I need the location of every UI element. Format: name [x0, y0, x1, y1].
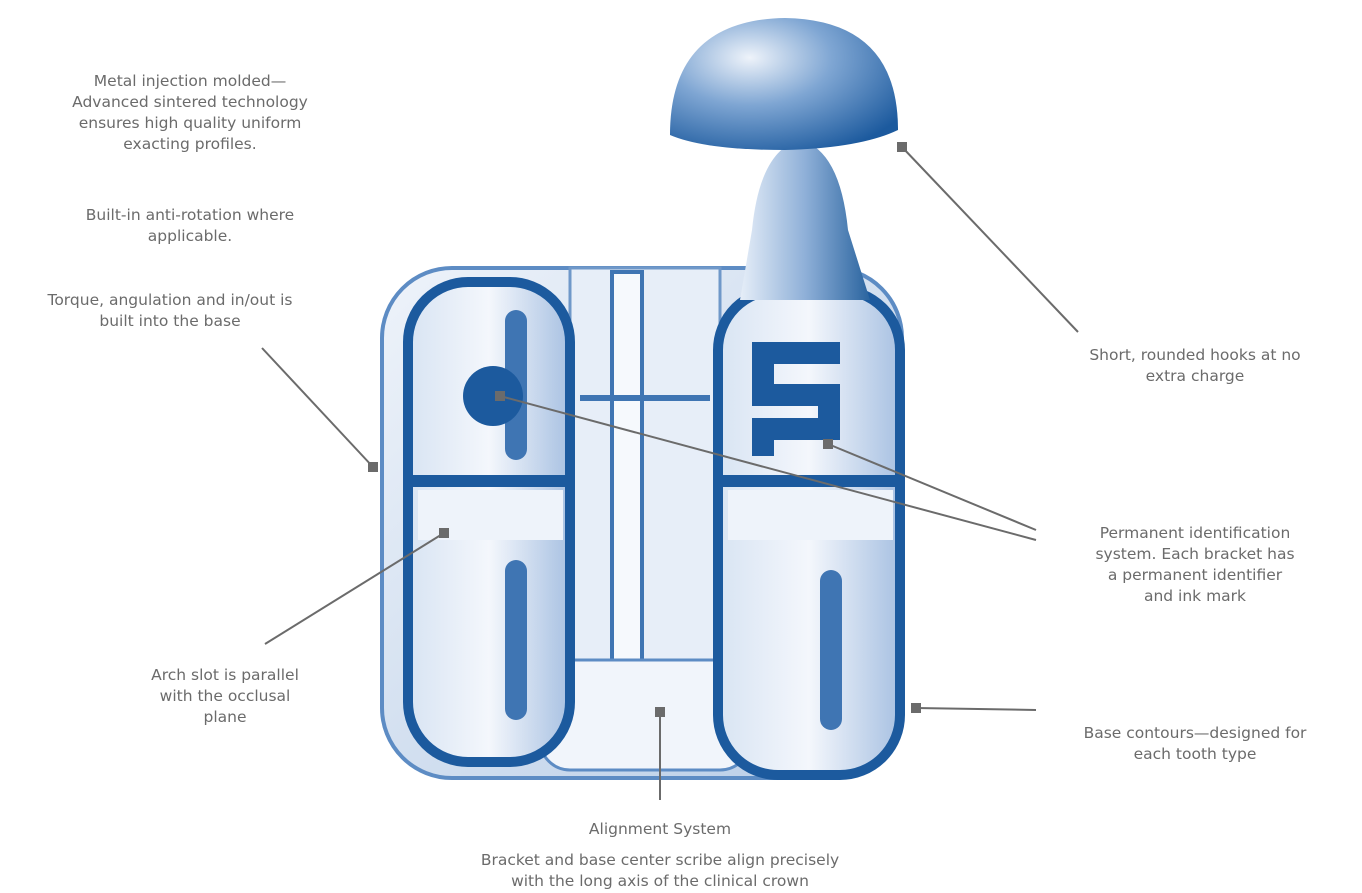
- leader-hooks: [902, 147, 1078, 332]
- identification-dot: [463, 366, 523, 426]
- marker-base-contours: [911, 703, 921, 713]
- identifier-tail: [752, 432, 774, 456]
- annotation-anti-rotation: Built-in anti-rotation where applicable.: [20, 205, 360, 247]
- annotation-metal-injection: Metal injection molded— Advanced sintere…: [20, 71, 360, 155]
- annotation-alignment-desc: Bracket and base center scribe align pre…: [400, 850, 920, 892]
- hook-ball: [670, 18, 898, 150]
- right-slot-face: [728, 490, 893, 540]
- hook-stem: [740, 140, 870, 300]
- annotation-torque: Torque, angulation and in/out is built i…: [10, 290, 330, 332]
- right-wing-slot: [722, 475, 897, 487]
- marker-identification-glyph: [823, 439, 833, 449]
- bracket-illustration: [382, 18, 902, 778]
- annotation-arch-slot: Arch slot is parallel with the occlusal …: [110, 665, 340, 728]
- marker-torque: [368, 462, 378, 472]
- right-wing-groove-lower: [820, 570, 842, 730]
- marker-arch-slot: [439, 528, 449, 538]
- annotation-hooks: Short, rounded hooks at no extra charge: [1045, 345, 1345, 387]
- identifier-glyph: [752, 342, 840, 440]
- center-scribe: [612, 272, 642, 662]
- marker-identification-dot: [495, 391, 505, 401]
- left-wing-groove-lower: [505, 560, 527, 720]
- annotation-base-contours: Base contours—designed for each tooth ty…: [1045, 723, 1345, 765]
- left-wing-slot: [412, 475, 567, 487]
- slot-line: [580, 395, 710, 401]
- leader-torque: [262, 348, 373, 467]
- marker-hooks: [897, 142, 907, 152]
- annotation-identification: Permanent identification system. Each br…: [1045, 523, 1345, 607]
- leader-base-contours: [916, 708, 1036, 710]
- marker-alignment: [655, 707, 665, 717]
- center-channel: [570, 268, 720, 668]
- annotation-alignment-title: Alignment System: [460, 819, 860, 840]
